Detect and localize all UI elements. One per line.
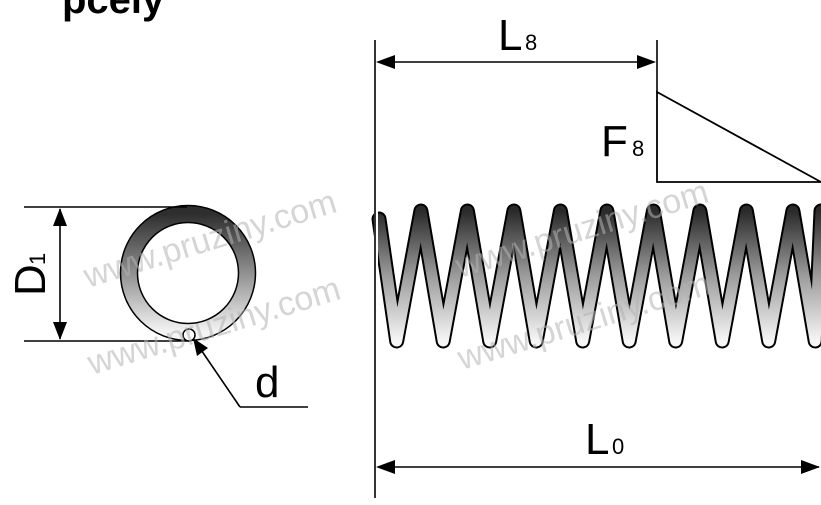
svg-text:L: L — [585, 415, 609, 464]
wire-cross-section — [119, 204, 257, 342]
svg-text:8: 8 — [525, 30, 537, 55]
svg-text:D: D — [6, 264, 55, 296]
label-d: d — [255, 358, 279, 407]
l0-arrow-left — [376, 460, 395, 474]
spring-coils — [371, 190, 821, 360]
svg-text:8: 8 — [632, 136, 644, 161]
d1-arrow-bottom — [53, 322, 67, 340]
svg-text:0: 0 — [612, 434, 624, 459]
heading-fragment: pcely — [62, 0, 165, 22]
d-arrow — [193, 338, 208, 356]
l8-arrow-left — [376, 55, 395, 69]
label-d1: D 1 — [6, 253, 55, 296]
coil-diameter-dimension — [24, 206, 189, 342]
test-length-dimension — [376, 40, 658, 92]
test-force-triangle — [656, 90, 821, 183]
svg-text:1: 1 — [25, 253, 50, 265]
watermark-3: www.pruziny.com — [450, 173, 713, 286]
svg-text:F: F — [601, 117, 628, 166]
l0-arrow-right — [801, 460, 820, 474]
wire-diameter-leader — [193, 338, 308, 408]
d1-arrow-top — [53, 208, 67, 226]
label-l8: L 8 — [498, 11, 537, 60]
coil-fill — [373, 205, 821, 347]
free-length-dimension — [376, 460, 820, 474]
svg-text:L: L — [498, 11, 522, 60]
coil-left-cut — [374, 190, 378, 360]
label-f8: F 8 — [601, 117, 644, 166]
label-l0: L 0 — [585, 415, 624, 464]
l8-arrow-right — [637, 55, 656, 69]
